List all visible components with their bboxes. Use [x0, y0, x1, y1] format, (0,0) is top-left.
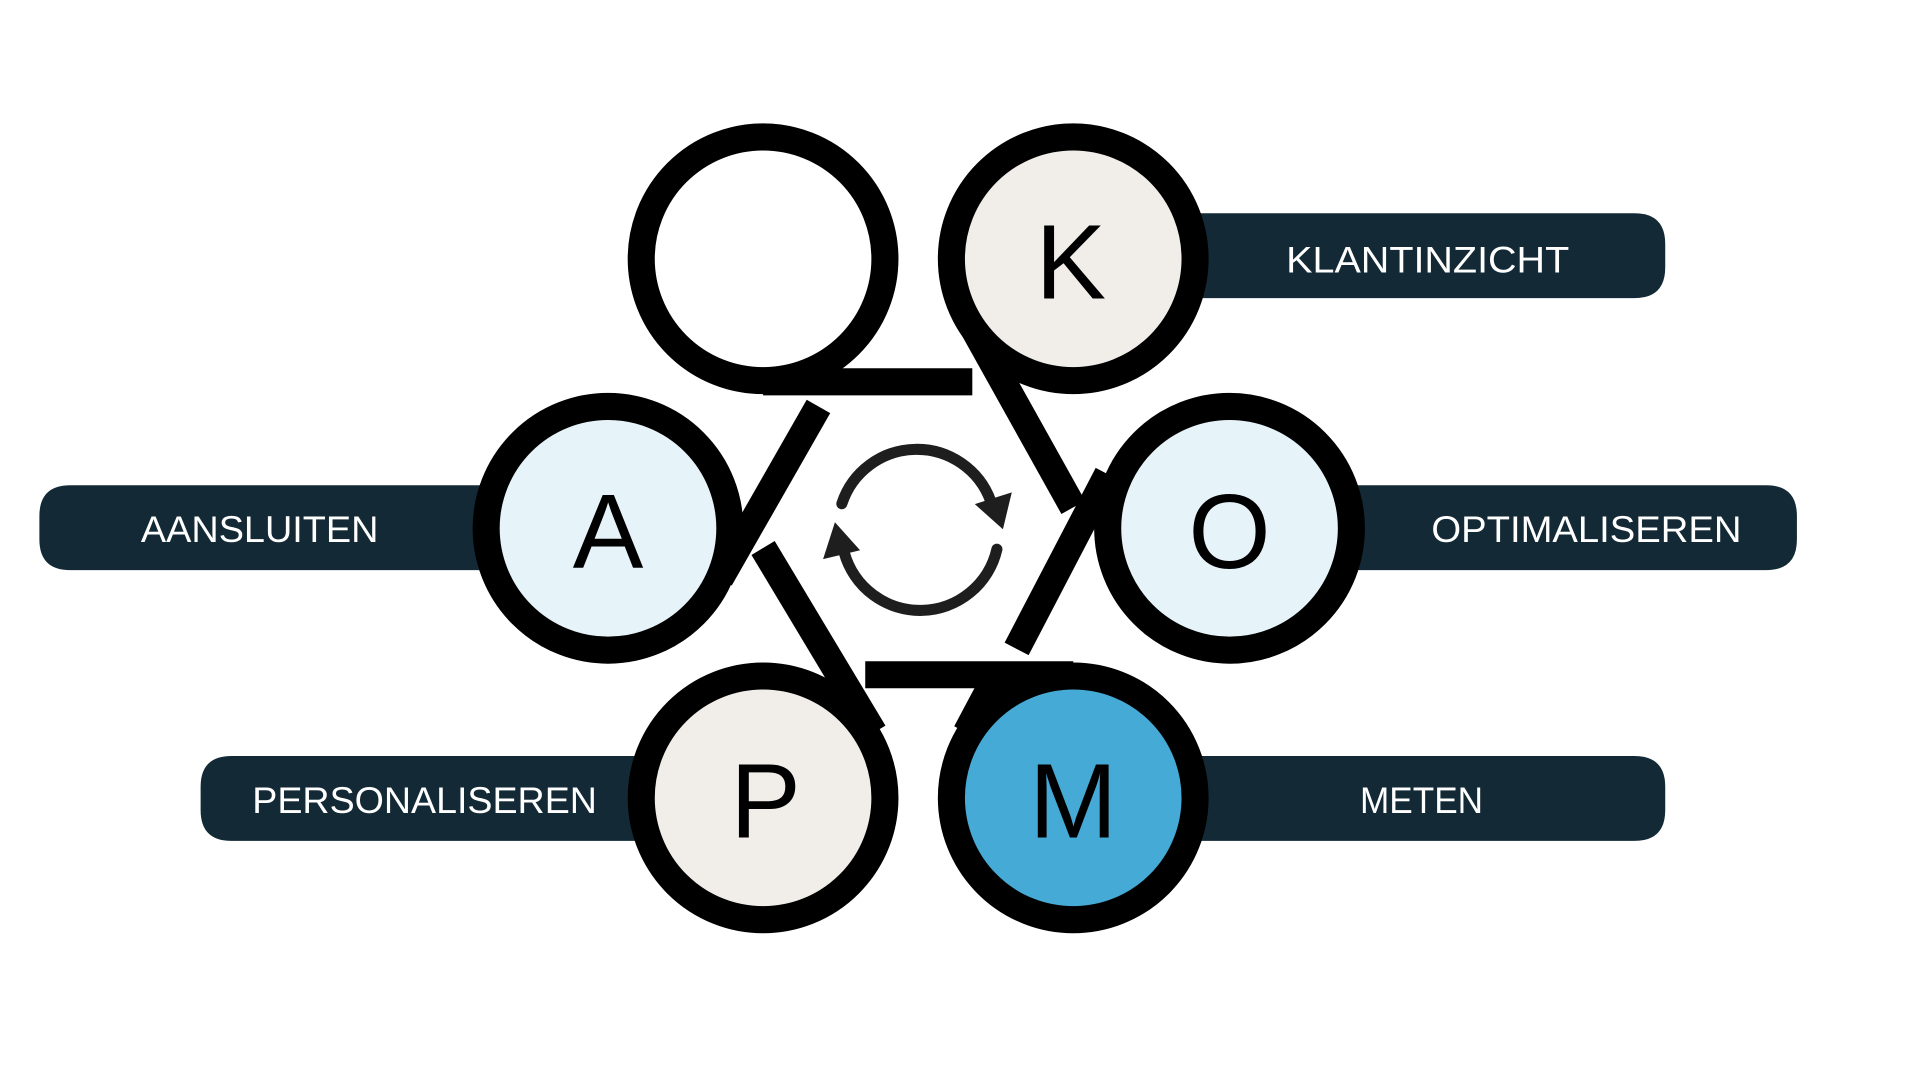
label-personaliseren: PERSONALISEREN	[200, 756, 677, 841]
node-m: M	[937, 662, 1209, 934]
label-text: OPTIMALISEREN	[1431, 509, 1741, 550]
label-klantinzicht: KLANTINZICHT	[1156, 213, 1666, 299]
label-aansluiten: AANSLUITEN	[39, 485, 517, 571]
node-p: P	[627, 662, 899, 934]
node-letter: A	[573, 473, 644, 591]
cycle-arrows-icon	[823, 443, 1012, 616]
label-text: KLANTINZICHT	[1286, 240, 1569, 281]
node-blank	[627, 123, 899, 395]
node-letter: O	[1188, 473, 1270, 591]
node-letter: P	[730, 743, 801, 861]
label-text: METEN	[1360, 780, 1483, 821]
label-text: AANSLUITEN	[141, 509, 379, 550]
connector	[1004, 467, 1120, 656]
node-letter: K	[1035, 203, 1106, 321]
label-optimaliseren: OPTIMALISEREN	[1316, 485, 1797, 571]
node-o: O	[1094, 392, 1365, 664]
node-k: K	[937, 123, 1209, 395]
label-text: PERSONALISEREN	[252, 780, 597, 821]
node-a: A	[472, 392, 744, 664]
node-letter: M	[1029, 743, 1117, 861]
label-meten: METEN	[1156, 756, 1666, 841]
